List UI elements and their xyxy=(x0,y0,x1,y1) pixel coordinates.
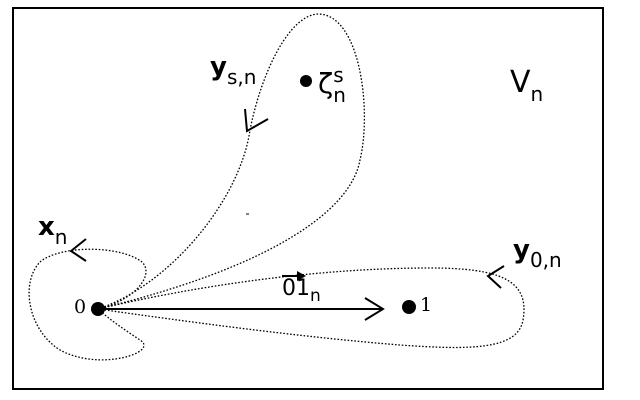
loop-x-label: xn xyxy=(38,212,68,249)
loop-y-0-arrowhead xyxy=(486,265,505,289)
loop-x-n xyxy=(28,248,147,361)
loop-y-s-n xyxy=(97,13,365,310)
region-label-v-n: Vn xyxy=(510,65,544,106)
loop-y-s-arrowhead xyxy=(244,108,269,133)
loop-y-0-label: y0,n xyxy=(513,235,562,272)
point-zero-dot xyxy=(91,302,105,316)
path-01-arrowhead xyxy=(364,297,385,321)
point-zero-label: 0 xyxy=(74,296,87,318)
loop-x-arrowhead xyxy=(69,238,87,262)
loop-y-s-label: ys,n xyxy=(210,52,257,89)
point-zeta-dot xyxy=(300,75,312,87)
region-frame xyxy=(12,7,604,390)
loop-y-0-n xyxy=(97,267,525,349)
point-one-dot xyxy=(402,300,416,314)
path-01-label: 01n xyxy=(282,271,321,306)
point-one-label: 1 xyxy=(420,294,433,316)
